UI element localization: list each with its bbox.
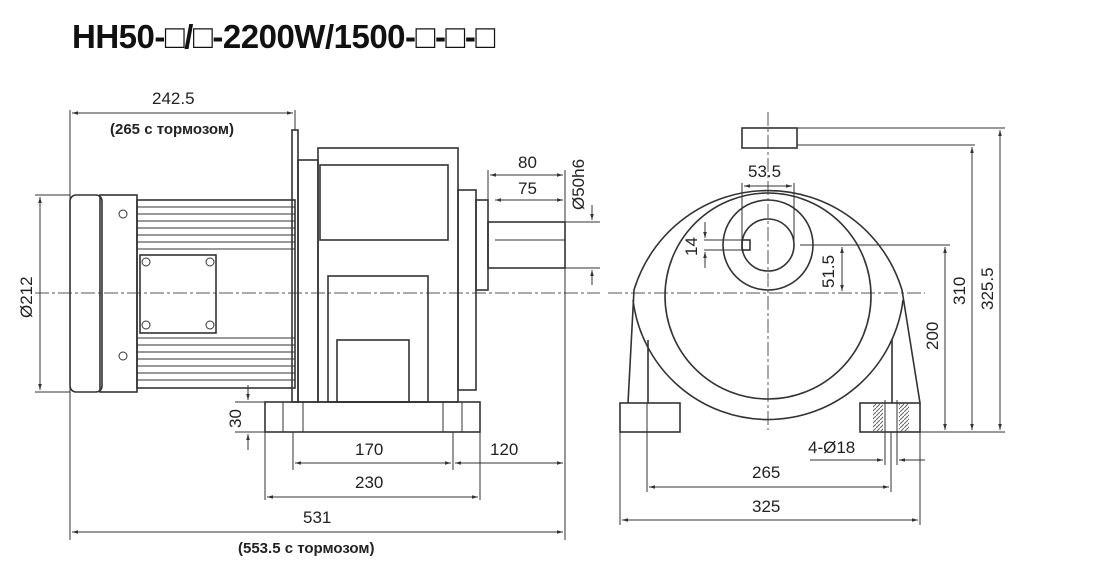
dim-shaft-height: 310: [950, 277, 969, 305]
breather-plug: [741, 127, 798, 149]
dim-motor-length-brake: (265 с тормозом): [110, 121, 234, 138]
dim-shaft-75: 75: [518, 179, 537, 198]
front-view: 53.5 14 51.5 200 310 325.5 4-Ø18 265 325: [608, 112, 1005, 525]
output-shaft: [487, 221, 566, 269]
dim-holes-spacing: 265: [752, 463, 780, 482]
left-foot: [619, 402, 681, 433]
dim-motor-length: 242.5: [152, 89, 195, 108]
dim-feet-spacing: 170: [355, 440, 383, 459]
dim-base-length: 230: [355, 473, 383, 492]
dim-key-offset: 53.5: [748, 162, 781, 181]
gearbox-housing: [317, 147, 566, 403]
dim-total-length-brake: (553.5 с тормозом): [238, 540, 375, 557]
model-title: HH50-□/□-2200W/1500-□-□-□: [72, 18, 495, 55]
dim-base-width: 325: [752, 497, 780, 516]
dim-base-height: 30: [226, 409, 245, 428]
dim-motor-diameter: Ø212: [17, 276, 36, 318]
housing-outline: [627, 189, 921, 404]
dim-center-height: 200: [923, 322, 942, 350]
dim-shaft-offset: 120: [490, 440, 518, 459]
dim-shaft-80: 80: [518, 153, 537, 172]
dim-mounting-holes: 4-Ø18: [808, 438, 855, 457]
dim-key-width: 14: [682, 237, 701, 256]
dim-total-height: 325.5: [978, 267, 997, 310]
side-view: 242.5 (265 с тормозом) Ø212 80 75 Ø50h6 …: [17, 89, 600, 557]
right-foot: [859, 402, 921, 433]
dim-shaft-height-offset: 51.5: [819, 255, 838, 288]
dim-shaft-diameter: Ø50h6: [569, 159, 588, 210]
motor-fins: [136, 199, 296, 389]
dim-total-length: 531: [303, 508, 331, 527]
base-plate: [264, 401, 481, 433]
